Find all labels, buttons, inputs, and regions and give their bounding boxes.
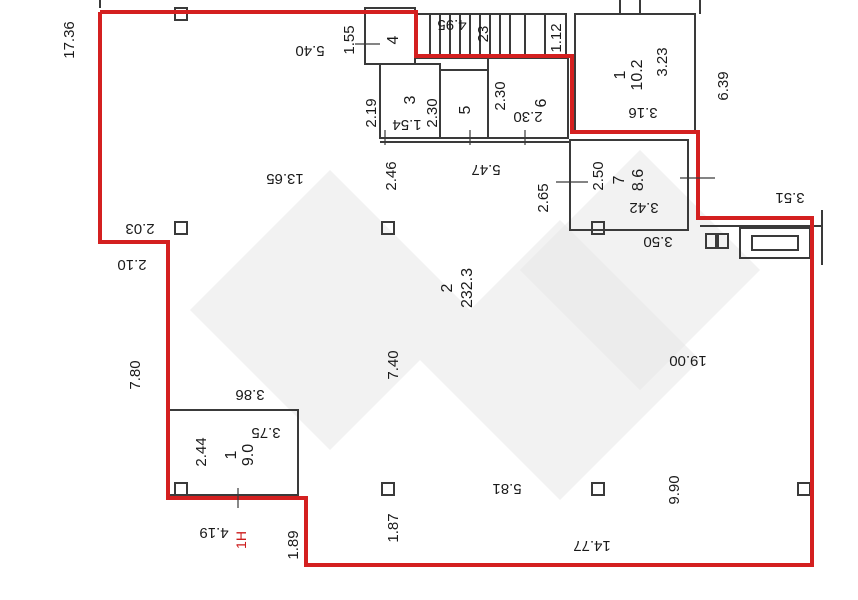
room-label-2-area: 232.3 <box>459 268 476 308</box>
dim-9-90: 9.90 <box>666 475 683 504</box>
dim-5-47: 5.47 <box>471 161 500 178</box>
dim-3-42: 3.42 <box>629 199 658 216</box>
room-label-2-number: 2 <box>439 283 456 292</box>
room-label-6: 6 <box>533 98 550 107</box>
dim-5-81: 5.81 <box>492 480 521 497</box>
room-label-1b-number: 1 <box>223 450 240 459</box>
dim-2-50: 2.50 <box>590 161 607 190</box>
dim-3-86: 3.86 <box>235 386 264 403</box>
dim-19-00: 19.00 <box>669 352 707 369</box>
premises-outline <box>98 10 814 567</box>
dim-2-30-a: 2.30 <box>424 98 441 127</box>
dim-6-39: 6.39 <box>715 71 732 100</box>
dim-1-54: 1.54 <box>392 116 421 133</box>
dim-3-75: 3.75 <box>251 424 280 441</box>
dim-1-55: 1.55 <box>341 25 358 54</box>
dimension-labels: 17.36 5.40 1.55 4.95 23 1.12 3.23 2.19 2… <box>61 16 805 560</box>
room-label-7-number: 7 <box>611 175 628 184</box>
dim-3-51: 3.51 <box>775 189 804 206</box>
inner-walls <box>99 0 823 496</box>
dim-2-03: 2.03 <box>125 220 154 237</box>
room-labels: 4 1 10.2 3 5 6 7 8.6 2 232.3 1 9.0 <box>223 35 647 466</box>
room-label-4: 4 <box>385 35 402 44</box>
room-label-1-number: 1 <box>612 70 629 79</box>
dim-7-80: 7.80 <box>127 360 144 389</box>
dimension-lines <box>237 43 715 508</box>
room-label-1b-area: 9.0 <box>240 444 257 466</box>
dim-14-77: 14.77 <box>573 537 611 554</box>
room-label-1-area: 10.2 <box>629 59 646 90</box>
dim-3-16: 3.16 <box>628 104 657 121</box>
dim-4-19: 4.19 <box>199 524 228 541</box>
dim-1-12: 1.12 <box>548 23 565 52</box>
dim-2-30-c: 2.30 <box>513 108 542 125</box>
dim-2-44: 2.44 <box>193 437 210 466</box>
entrance-marker: 1Н <box>233 531 249 549</box>
dim-2-10: 2.10 <box>117 256 146 273</box>
dim-3-23: 3.23 <box>654 47 671 76</box>
dim-23: 23 <box>475 26 492 43</box>
dim-2-30-b: 2.30 <box>492 81 509 110</box>
dim-17-36: 17.36 <box>61 21 78 59</box>
dim-2-19: 2.19 <box>363 98 380 127</box>
dim-5-40: 5.40 <box>295 42 324 59</box>
dim-1-87: 1.87 <box>385 513 402 542</box>
dim-3-50: 3.50 <box>643 233 672 250</box>
dim-2-46: 2.46 <box>383 161 400 190</box>
dim-13-65: 13.65 <box>266 170 304 187</box>
dim-2-65: 2.65 <box>535 183 552 212</box>
room-label-5: 5 <box>457 105 474 114</box>
room-label-7-area: 8.6 <box>630 169 647 191</box>
dim-1-89: 1.89 <box>285 530 302 559</box>
watermark <box>190 150 760 500</box>
room-label-3: 3 <box>402 95 419 104</box>
dim-4-95: 4.95 <box>437 16 466 33</box>
dim-7-40: 7.40 <box>385 350 402 379</box>
